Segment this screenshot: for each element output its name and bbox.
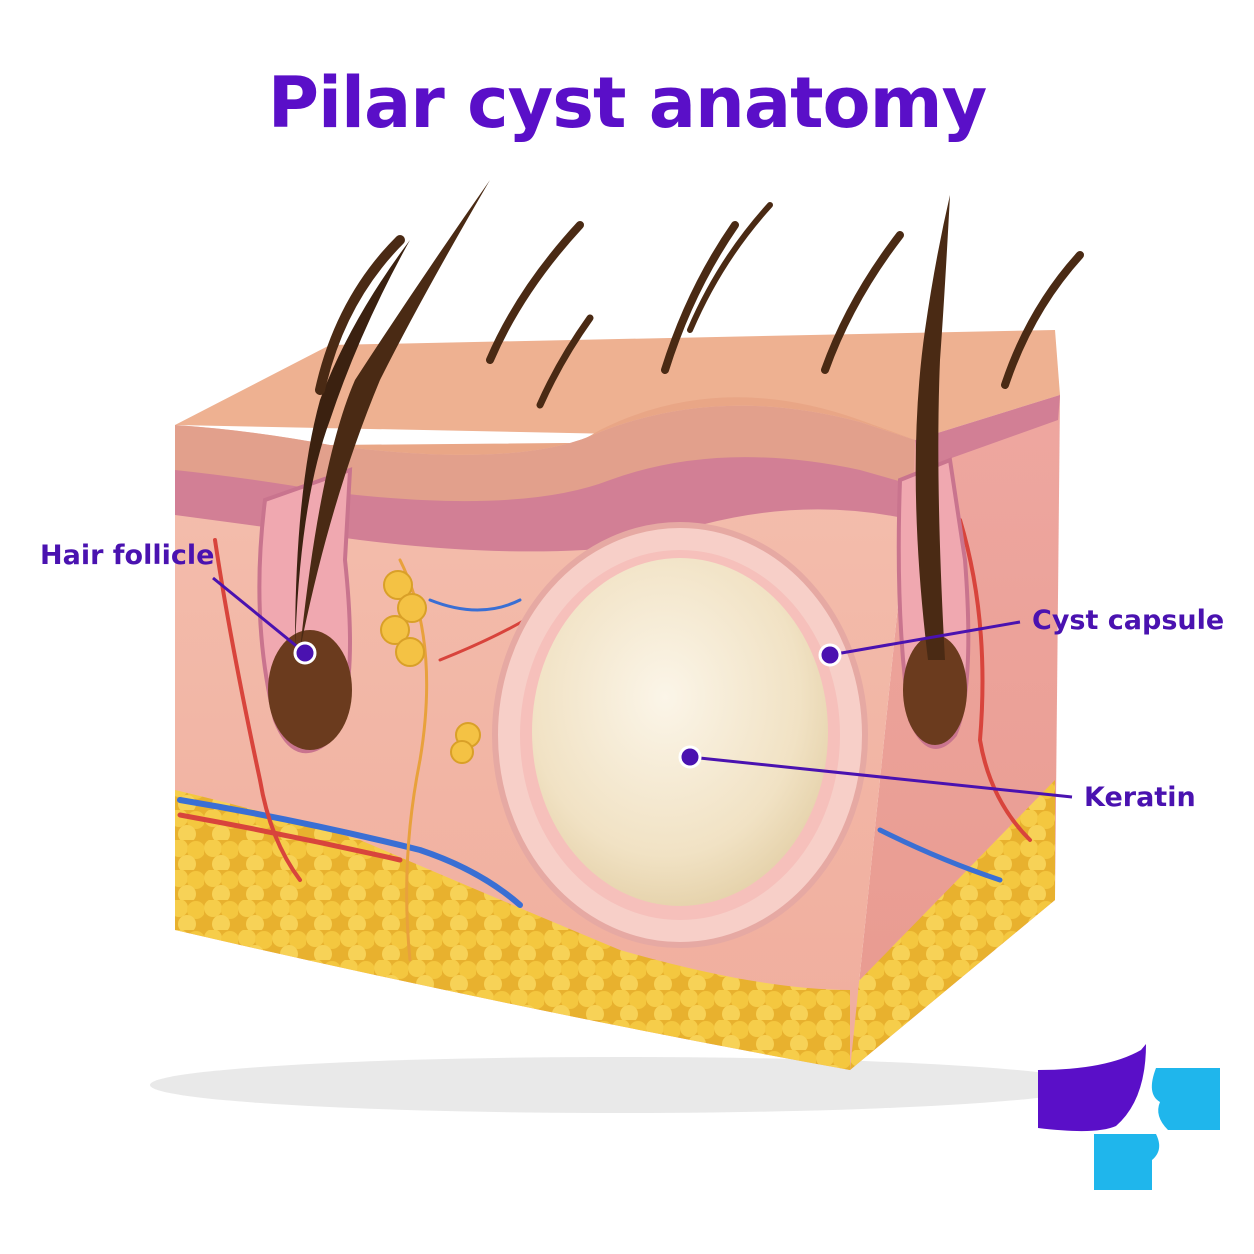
leader-hair-follicle <box>212 576 317 665</box>
leader-keratin <box>678 745 1073 799</box>
side-epidermis <box>915 395 1060 470</box>
logo-mark <box>1038 1044 1220 1190</box>
keratin-mass <box>532 558 828 906</box>
hair-follicle-left <box>257 180 490 754</box>
blood-vessels <box>177 518 1032 962</box>
leader-cyst-capsule <box>818 620 1021 667</box>
hair-follicle-right <box>896 195 971 749</box>
subcutaneous-fat <box>175 790 850 1070</box>
side-fat-layer <box>850 780 1055 1070</box>
ground-shadow <box>150 1057 1090 1113</box>
label-keratin: Keratin <box>1084 782 1196 813</box>
label-hair-follicle: Hair follicle <box>40 540 215 571</box>
skin-surface <box>175 330 1060 440</box>
basal-layer <box>175 457 913 552</box>
label-cyst-capsule: Cyst capsule <box>1032 605 1225 636</box>
page-title: Pilar cyst anatomy <box>267 62 987 144</box>
surface-hairs <box>315 202 1084 409</box>
sebaceous-gland <box>380 570 481 764</box>
